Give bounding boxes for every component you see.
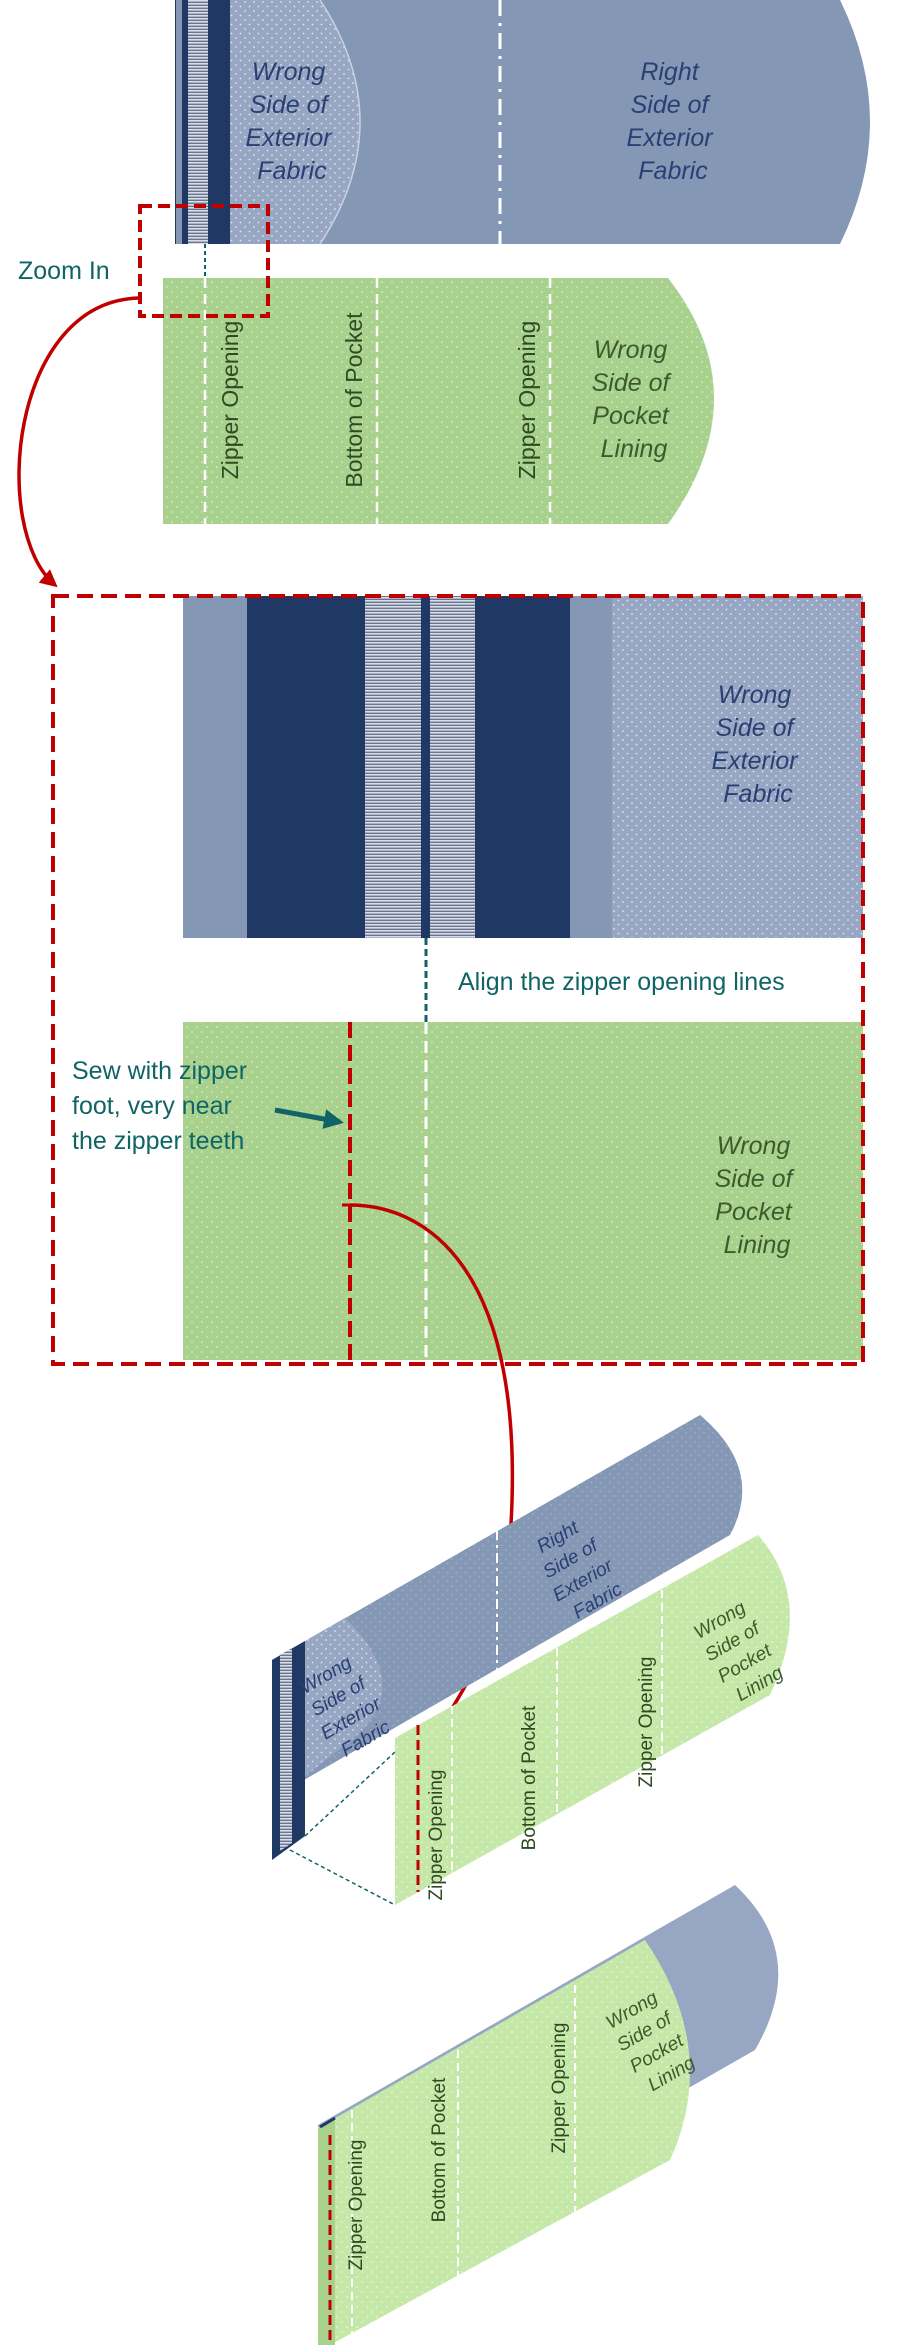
stitch-transfer-arrow	[349, 1203, 515, 1758]
sewn-pocket-result	[318, 1885, 779, 2345]
wrong-side-exterior-label-top: Wrong Side of Exterior Fabric	[245, 58, 338, 185]
bottom-of-pocket-label-sewn: Bottom of Pocket	[429, 2077, 450, 2222]
bottom-of-pocket-label-3d: Bottom of Pocket	[519, 1705, 540, 1850]
zipper-opening-label-3d-2: Zipper Opening	[636, 1657, 657, 1788]
align-instruction-label: Align the zipper opening lines	[458, 968, 785, 996]
zoom-frame	[51, 594, 865, 1366]
wrong-side-lining-label-zoom: Wrong Side of Pocket Lining	[715, 1132, 800, 1259]
exterior-fabric-3d	[272, 1415, 743, 1906]
bottom-of-pocket-label-1: Bottom of Pocket	[341, 312, 367, 488]
zipper-opening-label-sewn-1: Zipper Opening	[346, 2140, 367, 2271]
zipper-opening-label-2: Zipper Opening	[514, 321, 540, 480]
zoom-arrow	[17, 296, 141, 588]
zoom-in-label: Zoom In	[18, 257, 110, 285]
sew-pointer-arrow	[274, 1107, 344, 1129]
wrong-side-lining-label-top: Wrong Side of Pocket Lining	[592, 336, 677, 463]
right-side-exterior-label-top: Right Side of Exterior Fabric	[626, 58, 719, 185]
zipper-opening-label-1: Zipper Opening	[217, 321, 243, 480]
exterior-fabric-flat	[175, 0, 870, 278]
wrong-side-exterior-label-zoom: Wrong Side of Exterior Fabric	[711, 681, 804, 808]
pocket-lining-flat	[163, 278, 714, 524]
zipper-opening-label-sewn-2: Zipper Opening	[549, 2023, 570, 2154]
pocket-lining-3d	[395, 1535, 790, 1905]
zipper-opening-label-3d-1: Zipper Opening	[426, 1770, 447, 1901]
sew-instruction-label: Sew with zipper foot, very near the zipp…	[72, 1057, 254, 1155]
zoomed-exterior-fabric	[183, 596, 863, 938]
zoomed-pocket-lining	[183, 1022, 863, 1360]
zoom-selection-box	[138, 204, 270, 318]
